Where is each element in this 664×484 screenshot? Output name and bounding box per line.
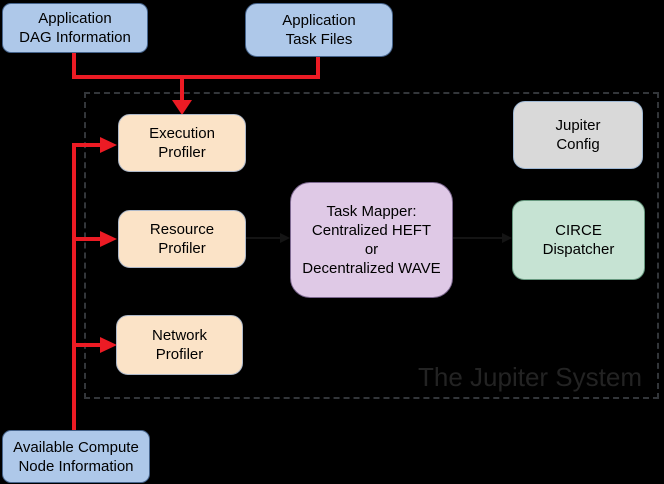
node-label-line: Profiler [158, 144, 206, 161]
node-label-line: Dispatcher [542, 241, 615, 258]
node-label-line: Config [556, 136, 600, 153]
node-circe-dispatcher: CIRCE Dispatcher [512, 200, 645, 280]
node-resource-profiler: Resource Profiler [118, 210, 246, 268]
node-label-line: Centralized HEFT [311, 222, 432, 239]
node-application-dag-information: Application DAG Information [2, 3, 148, 53]
node-label-line: or [364, 241, 379, 258]
node-label-line: Decentralized WAVE [302, 260, 441, 277]
node-label-line: Node Information [18, 457, 134, 475]
faint-arrow-mapper-to-circe [453, 233, 512, 243]
node-available-compute-node-information: Available Compute Node Information [2, 430, 150, 483]
node-label-line: Application [282, 12, 356, 29]
node-label-line: Task Mapper: [326, 203, 417, 220]
node-label-line: Application [38, 10, 112, 27]
node-label-line: Execution [149, 125, 215, 142]
node-label-line: Network [151, 327, 207, 344]
node-label-line: Jupiter [555, 117, 601, 134]
node-label-line: Available Compute [13, 438, 139, 456]
node-label-line: CIRCE [555, 222, 602, 239]
red-arrow-inputs-to-execution-profiler [72, 53, 320, 115]
node-label-line: Task Files [285, 31, 353, 48]
node-label-line: DAG Information [19, 29, 131, 46]
node-label-line: Profiler [155, 346, 204, 363]
node-task-mapper: Task Mapper: Centralized HEFT or Decentr… [290, 182, 453, 298]
node-label-line: Resource [149, 221, 215, 238]
node-jupiter-config: Jupiter Config [513, 101, 643, 169]
faint-arrow-resource-to-mapper [246, 233, 290, 243]
node-execution-profiler: Execution Profiler [118, 114, 246, 172]
node-application-task-files: Application Task Files [245, 3, 393, 57]
node-network-profiler: Network Profiler [116, 315, 243, 375]
node-label-line: Profiler [158, 240, 206, 257]
jupiter-system-label: The Jupiter System [418, 362, 642, 392]
red-arrow-compute-to-profilers [72, 137, 117, 430]
